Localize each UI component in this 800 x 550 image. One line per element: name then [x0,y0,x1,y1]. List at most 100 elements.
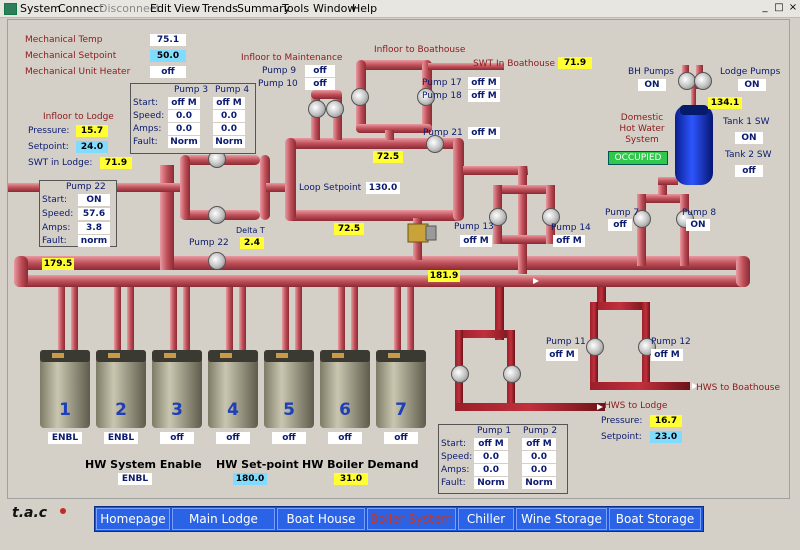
boiler-1[interactable]: 1 [40,370,90,445]
lodge-setpoint-value[interactable]: 24.0 [76,141,108,153]
pump-9-icon[interactable] [308,100,326,118]
menu-edit[interactable]: Edit [150,2,172,15]
pump-22-label: Pump 22 [189,238,229,248]
tank-2-value[interactable]: off [735,165,763,177]
logo-dot-icon [60,508,66,514]
nav-main-lodge[interactable]: Main Lodge [172,508,275,530]
pump-14-icon[interactable] [542,208,560,226]
pump-1-icon[interactable] [451,365,469,383]
pump-9-value[interactable]: off [305,65,335,77]
boathouse-swt-label: SWT In Boathouse [473,59,556,69]
pump-4-start[interactable]: off M [213,97,245,109]
pump-10-icon[interactable] [326,100,344,118]
nav-homepage[interactable]: Homepage [96,508,170,530]
lodge-pumps-value[interactable]: ON [738,79,766,91]
menu-summary[interactable]: Summary [237,2,291,15]
pump-11-value[interactable]: off M [546,349,578,361]
pump-13-label: Pump 13 [454,222,494,232]
close-button[interactable]: × [786,1,800,14]
nav-boat-house[interactable]: Boat House [277,508,365,530]
mechanical-heater-value[interactable]: off [150,66,186,78]
menu-trends[interactable]: Trends [202,2,238,15]
pump-21-icon[interactable] [426,135,444,153]
mechanical-temp-label: Mechanical Temp [25,35,103,45]
restore-button[interactable]: □ [772,1,786,14]
boiler-7-state[interactable]: off [384,432,418,444]
tac-logo: t.a.c [12,505,48,521]
application-icon[interactable] [4,3,17,15]
menu-connect[interactable]: Connect [58,2,104,15]
pump-10-value[interactable]: off [305,78,335,90]
hw-setpoint-value[interactable]: 180.0 [233,473,267,485]
boiler-3-state[interactable]: off [160,432,194,444]
boiler-4-state[interactable]: off [216,432,250,444]
pump-18-value[interactable]: off M [468,90,500,102]
minimize-button[interactable]: _ [758,1,772,14]
pump-13-icon[interactable] [489,208,507,226]
boiler-7-number: 7 [395,400,407,420]
lodge-swt-label: SWT in Lodge: [28,158,93,168]
boiler-5[interactable]: 5 [264,370,314,445]
tank-1-value[interactable]: ON [735,132,763,144]
pump-17-icon[interactable] [351,88,369,106]
boiler-2-state[interactable]: ENBL [104,432,138,444]
hw-boiler-demand-value: 31.0 [334,473,368,485]
nav-chiller[interactable]: Chiller [458,508,514,530]
pump-2-start[interactable]: off M [522,438,556,450]
menu-system[interactable]: System [20,2,62,15]
boiler-4[interactable]: 4 [208,370,258,445]
boiler-6-state[interactable]: off [328,432,362,444]
pump-8-value[interactable]: ON [686,219,710,231]
pump-22-start[interactable]: ON [78,194,110,206]
boiler-5-state[interactable]: off [272,432,306,444]
boiler-1-state[interactable]: ENBL [48,432,82,444]
pump-7-icon[interactable] [633,210,651,228]
boiler-1-number: 1 [59,400,71,420]
pump-9-label: Pump 9 [262,66,297,76]
pump-1-fault: Norm [474,477,508,489]
pump-17-value[interactable]: off M [468,77,500,89]
loop-bottom-temp: 72.5 [334,223,364,235]
pump-12-value[interactable]: off M [651,349,683,361]
boiler-5-number: 5 [283,400,295,420]
pump-3-start[interactable]: off M [168,97,200,109]
pump-21-value[interactable]: off M [468,127,500,139]
pump-18-icon[interactable] [417,88,435,106]
pump-4-speed: 0.0 [213,110,245,122]
pump-1-speed: 0.0 [474,451,508,463]
menu-view[interactable]: View [174,2,201,15]
nav-boiler-system[interactable]: Boiler System [367,508,456,530]
pump-13-value[interactable]: off M [460,235,492,247]
pump-22-icon[interactable] [208,252,226,270]
lodge-pump-icon[interactable] [694,72,712,90]
boiler-7[interactable]: 7 [376,370,426,445]
hws-setpoint-value[interactable]: 23.0 [650,431,682,443]
nav-wine-storage[interactable]: Wine Storage [516,508,607,530]
p12-amps-label: Amps: [441,465,470,475]
menu-window[interactable]: Window [313,2,357,15]
pump-14-value[interactable]: off M [553,235,585,247]
pump-7-value[interactable]: off [608,219,632,231]
pump-11-icon[interactable] [586,338,604,356]
pump-2-icon[interactable] [503,365,521,383]
dhw-status-badge: OCCUPIED [608,151,668,165]
lodge-pressure-value: 15.7 [76,125,108,137]
menu-help[interactable]: Help [352,2,378,15]
mechanical-setpoint-value[interactable]: 50.0 [150,50,186,62]
loop-setpoint-label: Loop Setpoint [299,183,362,193]
boiler-2[interactable]: 2 [96,370,146,445]
boiler-3[interactable]: 3 [152,370,202,445]
hw-system-enable-value[interactable]: ENBL [118,473,152,485]
bh-pumps-value[interactable]: ON [638,79,666,91]
loop-setpoint-value[interactable]: 130.0 [366,182,400,194]
pump-22-start-label: Start: [42,195,68,205]
lodge-pressure-label: Pressure: [28,126,70,136]
amps-label: Amps: [133,124,162,134]
pump-3-icon[interactable] [208,206,226,224]
nav-boat-storage[interactable]: Boat Storage [609,508,701,530]
boiler-6[interactable]: 6 [320,370,370,445]
menu-tools[interactable]: Tools [282,2,310,15]
valve-icon [407,223,437,243]
loop-top-temp: 72.5 [373,151,403,163]
pump-1-start[interactable]: off M [474,438,508,450]
